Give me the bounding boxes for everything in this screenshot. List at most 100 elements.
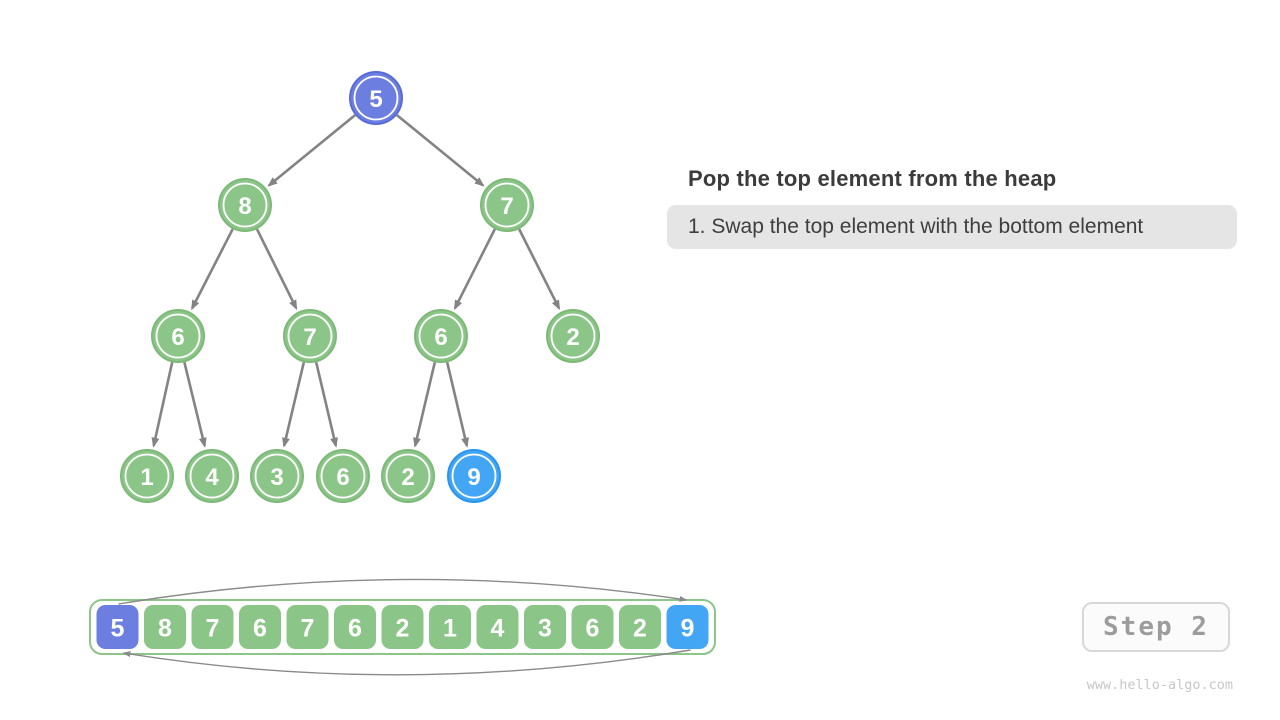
tree-edge (396, 114, 485, 187)
swap-arc-top (118, 578, 688, 605)
tree-node-value: 7 (303, 324, 316, 351)
tree-edge (517, 228, 561, 311)
tree-node: 9 (447, 449, 501, 503)
array-cell-box (666, 605, 709, 649)
tree-node-circle (381, 449, 435, 503)
swap-arc-bottom (122, 649, 691, 676)
tree-node-value: 5 (369, 86, 382, 113)
tree-node-value: 6 (336, 464, 349, 491)
tree-edge (267, 114, 356, 187)
tree-node-circle (151, 309, 205, 363)
tree-node-ring (484, 182, 530, 228)
tree-node-circle (218, 178, 272, 232)
array-cell: 3 (524, 605, 566, 649)
tree-node: 7 (480, 178, 534, 232)
array-cell-value: 7 (301, 615, 315, 643)
tree-edge (151, 362, 174, 448)
figure-title: Pop the top element from the heap (688, 166, 1057, 191)
array-cell: 6 (334, 605, 376, 649)
array-cell: 7 (191, 605, 234, 649)
tree-node: 6 (151, 309, 205, 363)
tree-node-circle (447, 449, 501, 503)
tree-edge (445, 361, 469, 448)
array-cell-box (381, 605, 424, 649)
array-cell-box (571, 605, 614, 649)
tree-edge (282, 361, 306, 448)
tree-node-ring (189, 453, 235, 499)
tree-node-value: 2 (566, 324, 579, 351)
array-cell-box (191, 605, 234, 649)
array-cell-box (239, 605, 281, 649)
watermark: www.hello-algo.com (1086, 677, 1233, 693)
tree-edge (453, 228, 497, 311)
array-cell: 9 (666, 605, 709, 649)
tree-node-value: 1 (140, 464, 153, 491)
tree-node-ring (451, 453, 497, 499)
array-cell: 6 (239, 605, 281, 649)
step-badge-label: Step 2 (1103, 612, 1209, 642)
array-cell-value: 6 (348, 615, 362, 643)
array-cell: 6 (571, 605, 614, 649)
tree-node-circle (185, 449, 239, 503)
tree-node-ring (124, 453, 170, 499)
tree-node: 2 (381, 449, 435, 503)
tree-node-ring (222, 182, 268, 228)
array-cell-value: 6 (586, 615, 600, 643)
array-cell-value: 9 (681, 615, 695, 643)
tree-node-value: 4 (205, 464, 219, 491)
tree-node-ring (550, 313, 596, 359)
array-cell-box (524, 605, 566, 649)
array-cell-box (429, 605, 471, 649)
step-caption: 1. Swap the top element with the bottom … (667, 205, 1237, 249)
array-container (89, 599, 716, 655)
tree-edge (255, 228, 298, 311)
array-cell: 2 (381, 605, 424, 649)
tree-node-ring (254, 453, 300, 499)
tree-node-circle (283, 309, 337, 363)
array-cell-value: 5 (111, 615, 125, 643)
tree-node-circle (250, 449, 304, 503)
tree-node-circle (414, 309, 468, 363)
tree-node-ring (385, 453, 431, 499)
step-badge: Step 2 (1082, 602, 1230, 652)
tree-node: 3 (250, 449, 304, 503)
tree-node-circle (480, 178, 534, 232)
array-cell: 1 (429, 605, 471, 649)
tree-node: 1 (120, 449, 174, 503)
tree-node: 2 (546, 309, 600, 363)
tree-node: 5 (349, 71, 403, 125)
tree-node-circle (546, 309, 600, 363)
array-cell: 8 (144, 605, 186, 649)
tree-node-ring (353, 75, 399, 121)
tree-node-circle (316, 449, 370, 503)
tree-node-value: 8 (238, 193, 251, 220)
tree-node: 8 (218, 178, 272, 232)
tree-node-value: 3 (270, 464, 283, 491)
tree-node: 7 (283, 309, 337, 363)
tree-edge (190, 228, 234, 311)
array-cell-value: 7 (206, 615, 220, 643)
tree-node-ring (287, 313, 333, 359)
array-cell-box (476, 605, 519, 649)
array-cell-value: 1 (443, 615, 457, 643)
array-cell: 5 (96, 605, 139, 649)
step-caption-text: 1. Swap the top element with the bottom … (688, 215, 1144, 238)
tree-node: 6 (414, 309, 468, 363)
array-cell: 2 (619, 605, 661, 649)
array-cell-box (334, 605, 376, 649)
array-cell-value: 2 (633, 615, 647, 643)
tree-node-value: 6 (434, 324, 447, 351)
array-cell-box (144, 605, 186, 649)
array-cell-value: 4 (491, 615, 505, 643)
tree-node-ring (320, 453, 366, 499)
array-cell: 4 (476, 605, 519, 649)
tree-node-ring (418, 313, 464, 359)
array-cell-value: 3 (538, 615, 552, 643)
array-cell-box (286, 605, 329, 649)
array-cell-box (96, 605, 139, 649)
tree-node-value: 6 (171, 324, 184, 351)
tree-edge (183, 361, 207, 448)
tree-node: 4 (185, 449, 239, 503)
